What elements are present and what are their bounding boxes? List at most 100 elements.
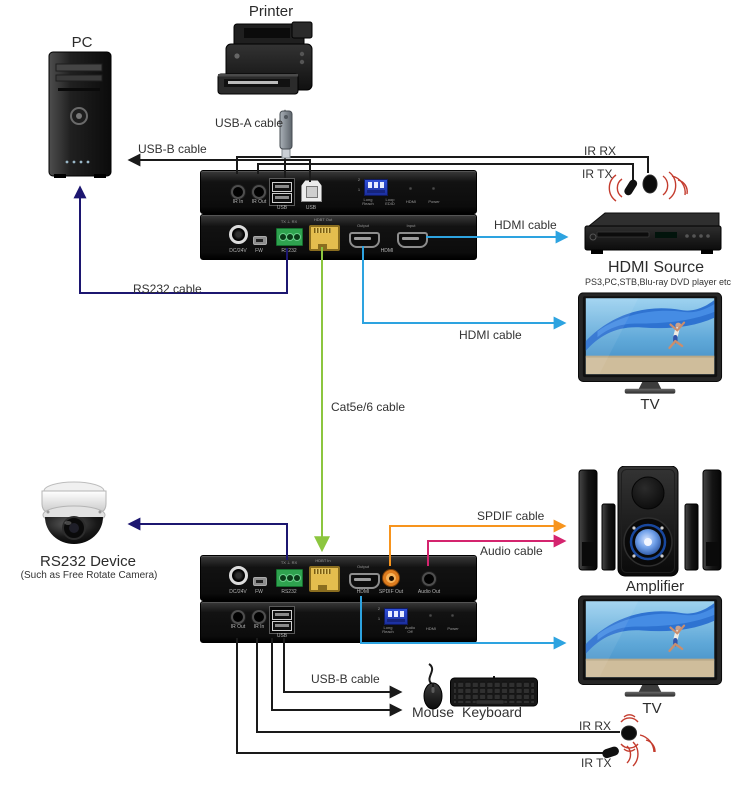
fw-label: FW [255,248,263,254]
usb-a-cable-label: USB-A cable [215,116,284,130]
txrx-label: TX ⊥ RX [280,219,298,224]
printer-image [217,21,313,95]
ir-tx-label-bottom: IR TX [581,756,612,770]
rs232-label: RS232 [281,589,297,595]
dip-2-label: 2 [377,606,381,611]
hdmi-output-port [349,573,380,589]
ir-in-label: IR In [253,624,265,630]
pc-tower-image [48,51,112,178]
hdmi-led-label: HDMI [425,626,437,631]
spdif-out-label: SPDIF Out [378,589,404,595]
hdmi-led [409,187,412,190]
ir-in-jack [231,185,245,199]
dip-label-audio-off: Audio Off [404,625,416,635]
ir-out-label: IR Out [251,199,267,205]
rs232-label: RS232 [281,248,297,254]
power-led [432,187,435,190]
dc-label: DC/24V [229,248,247,254]
usb-b-cable-label-top: USB-B cable [138,142,207,156]
hdmi-source-label: HDMI Source [607,259,705,276]
ir-tx-label-top: IR TX [582,167,613,181]
hdmi-cable-label-source: HDMI cable [494,218,557,232]
dip-1-label: 1 [357,187,361,192]
hdmi-led-label: HDMI [405,199,417,204]
fw-port [253,577,267,586]
hdmi-input-label: Input [406,223,416,228]
tv-top-image [578,292,724,395]
transmitter-rear-panel: IR In IR Out USB USB 2 1 Long Reach Loop… [200,170,477,214]
dip-1-label: 1 [377,616,381,621]
hdmi-cable-label-tv: HDMI cable [459,328,522,342]
ir-out-label: IR Out [230,624,246,630]
hdmi-group-label: HDMI [380,248,394,254]
usb-hub-label: USB [276,633,288,639]
ir-eye-icon [642,174,658,194]
dip-2-label: 2 [357,177,361,182]
usb-a-dual-port [269,178,295,206]
tv-bottom-image [578,595,724,698]
amplifier-label: Amplifier [625,578,685,595]
ir-rx-label-bottom: IR RX [579,719,612,733]
usb-b-cable-label-bottom: USB-B cable [311,672,380,686]
txrx-label: TX ⊥ RX [280,560,298,565]
dip-label-long-reach: Long Reach [382,625,394,635]
hdmi-led [429,614,432,617]
usb-a-dual-port [269,606,295,634]
audio-out-label: Audio Out [417,589,441,595]
mouse-label: Mouse [411,704,455,720]
receiver-front-panel: DC/24V FW TX ⊥ RX RS232 HDBT In Output H… [200,555,477,601]
usb-host-label: USB [305,205,317,211]
hdmi-output-port [349,232,380,248]
ir-out-jack [252,185,266,199]
audio-cable-label: Audio cable [480,544,543,558]
spdif-out-port [383,570,399,586]
usb-b-port [301,180,322,202]
tv-top-label: TV [640,396,660,413]
rs232-terminal [276,228,303,246]
keyboard-label: Keyboard [462,704,522,720]
rs232-device-sublabel: (Such as Free Rotate Camera) [20,570,158,581]
dip-switch [384,608,408,625]
dc-label: DC/24V [229,589,247,595]
transmitter-front-panel: DC/24V FW TX ⊥ RX RS232 HDBT Out Output … [200,214,477,260]
dip-switch [364,179,388,196]
cat5e-cable-label: Cat5e/6 cable [331,400,406,414]
dip-label-loop-edid: Loop EDID [385,197,395,207]
camera-image [41,481,107,544]
fw-label: FW [255,589,263,595]
hdmi-source-image [584,212,722,254]
receiver-rear-panel: IR Out IR In USB 2 1 Long Reach Audio Of… [200,601,477,643]
dip-label-long-reach: Long Reach [362,197,374,207]
ir-in-jack [252,610,266,624]
audio-out-jack [422,572,436,586]
hdmi-output-label: Output [356,223,370,228]
usb-hub-label: USB [276,205,288,211]
hdbt-in-label: HDBT In [315,558,331,563]
hdbt-in-port [309,566,340,592]
dc-power-jack [229,225,248,244]
ir-out-jack [231,610,245,624]
hdmi-input-port [397,232,428,248]
printer-label: Printer [248,3,294,20]
ir-waves-icon [620,714,656,767]
power-led-label: Power [428,199,440,204]
rs232-cable-label: RS232 cable [133,282,202,296]
rs232-device-label: RS232 Device [40,553,136,570]
amplifier-image [578,466,722,577]
ir-rx-label-top: IR RX [584,144,617,158]
rs232-terminal [276,569,303,587]
fw-port [253,236,267,245]
ir-blaster-icon [624,179,638,196]
hdmi-output-label: Output [356,564,370,569]
hdmi-source-sublabel: PS3,PC,STB,Blu-ray DVD player etc [584,277,732,287]
power-led [451,614,454,617]
hdbt-out-label: HDBT Out [313,217,333,222]
hdmi-group-label: HDMI [356,589,370,595]
tv-bottom-label: TV [642,700,662,717]
ir-eye-icon [621,725,637,741]
power-led-label: Power [447,626,459,631]
spdif-cable-label: SPDIF cable [477,509,545,523]
hdbt-out-port [309,225,340,251]
mouse-image [423,663,443,710]
